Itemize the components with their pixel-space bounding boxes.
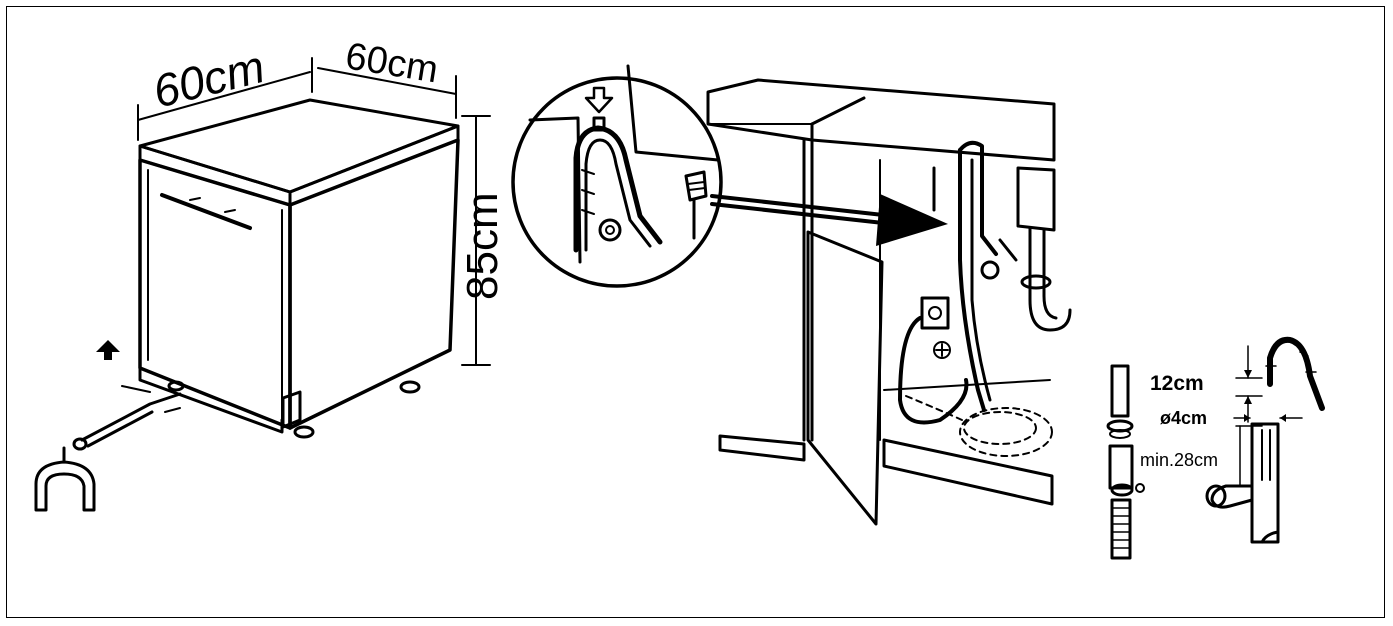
height-label: 85cm — [458, 192, 507, 300]
hose-height-label: 12cm — [1150, 372, 1204, 395]
diameter-label: ø4cm — [1160, 408, 1207, 428]
height-dimension — [461, 115, 491, 366]
dishwasher — [138, 98, 460, 439]
width-dimension — [137, 57, 313, 141]
min-height-label: min.28cm — [1140, 450, 1218, 470]
drain-detail — [1106, 336, 1325, 560]
hose-guide-icon — [34, 446, 96, 512]
depth-dimension — [317, 67, 457, 119]
direction-arrow-icon — [710, 194, 948, 246]
cabinet-installation — [706, 78, 1072, 526]
width-label: 60cm — [148, 40, 270, 118]
depth-label: 60cm — [343, 35, 441, 91]
diagram-frame — [6, 6, 1385, 618]
up-arrow-icon — [96, 340, 120, 360]
wrench-icon — [72, 385, 182, 451]
detail-magnifier — [511, 64, 723, 288]
